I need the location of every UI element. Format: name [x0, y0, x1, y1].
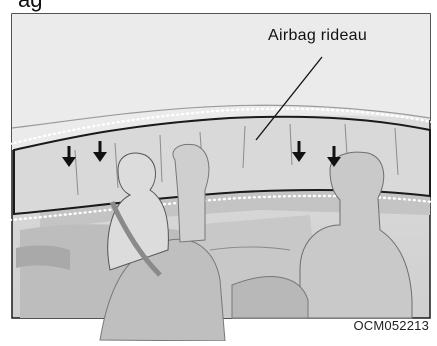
airbag-callout-label: Airbag rideau [268, 27, 367, 45]
partial-heading: ag [18, 0, 42, 13]
down-arrow-icon [93, 141, 107, 163]
down-arrow-icon [62, 146, 76, 168]
figure-code: OCM052213 [353, 318, 429, 333]
down-arrow-icon [327, 146, 341, 168]
down-arrow-icon [292, 141, 306, 163]
